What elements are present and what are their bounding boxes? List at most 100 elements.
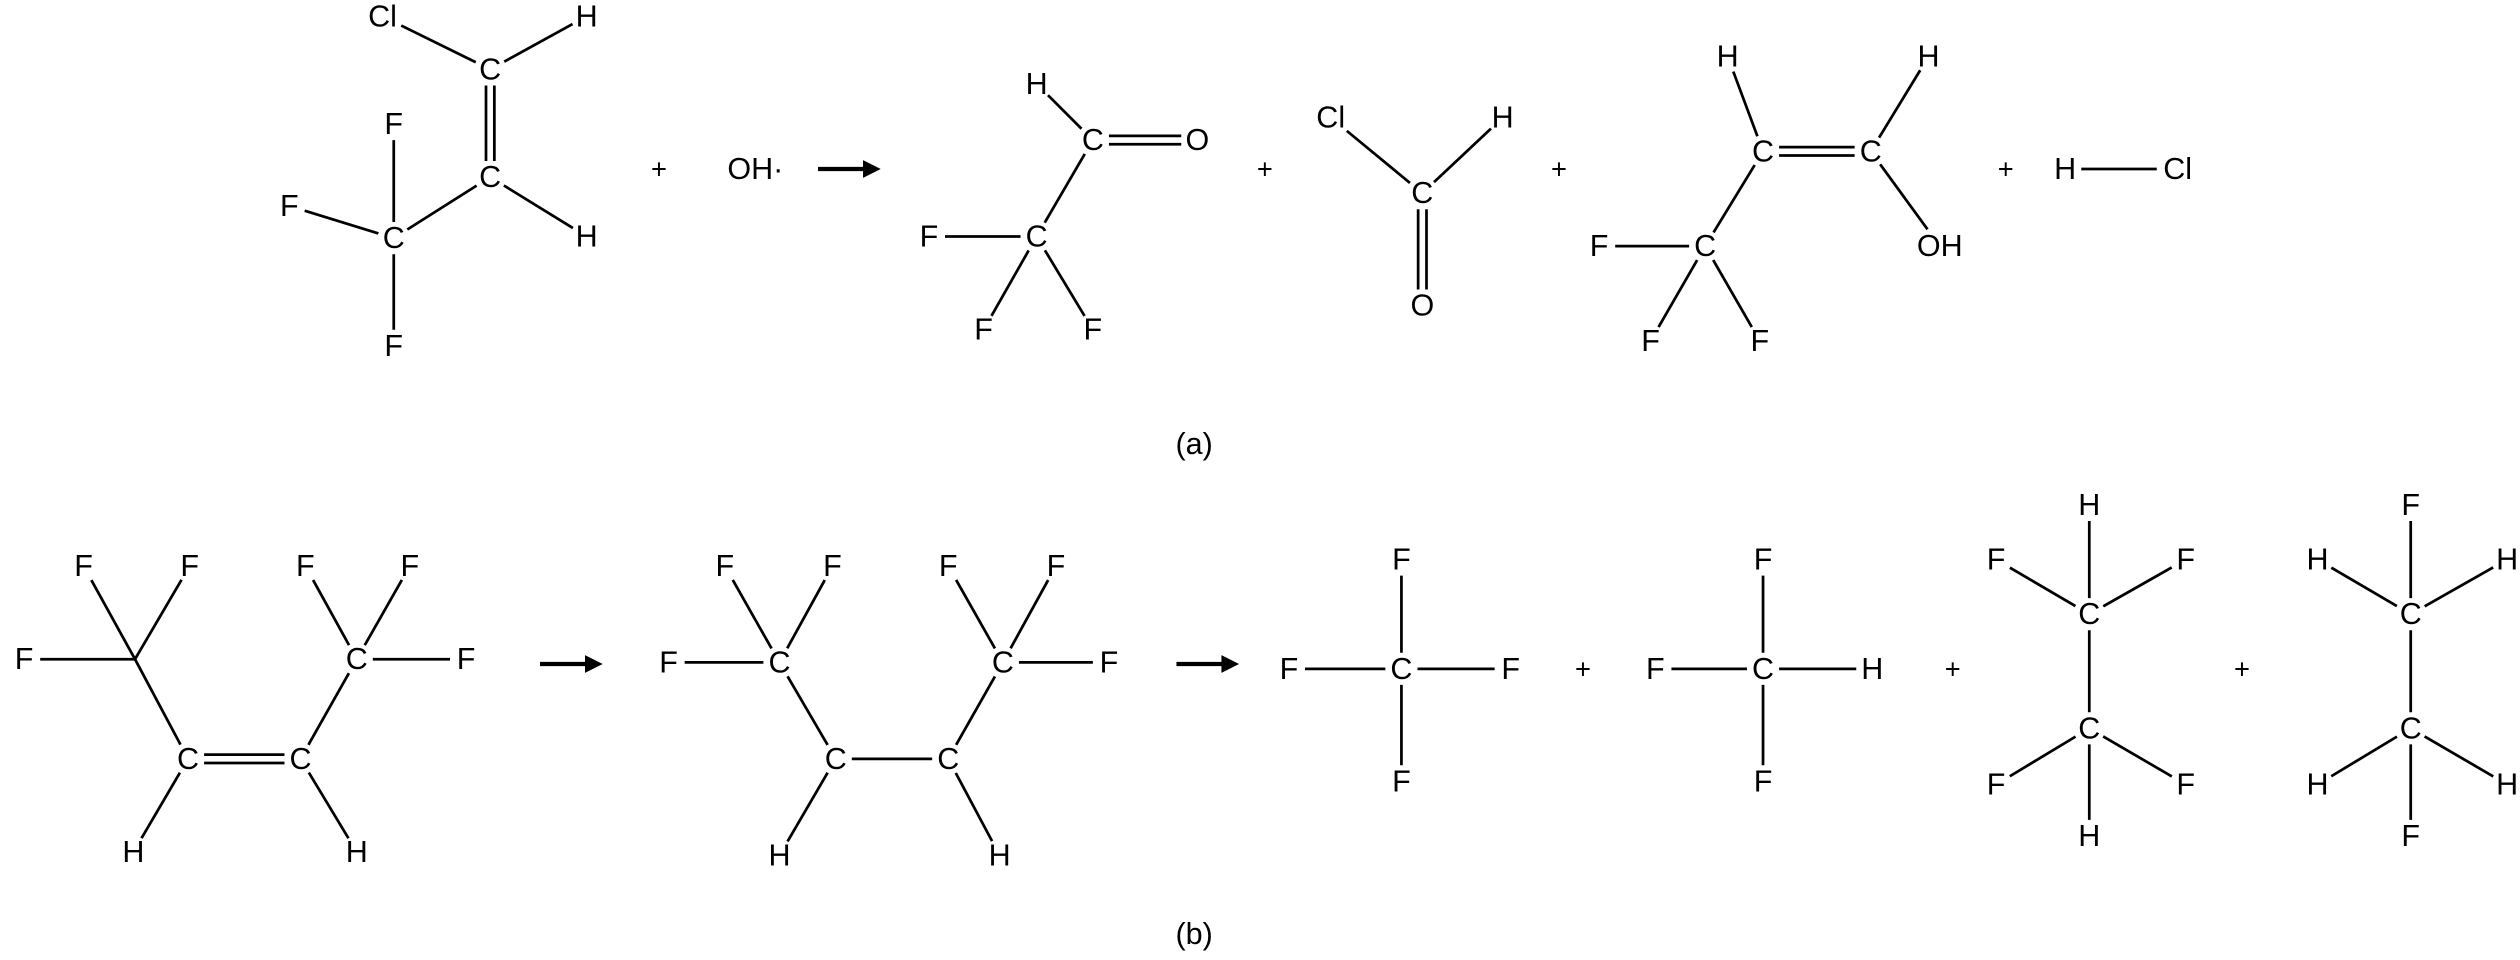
atom-label: H — [2496, 543, 2518, 577]
single-bond — [1712, 164, 1756, 234]
single-bond — [503, 184, 574, 230]
atom-label: H — [2496, 768, 2518, 802]
atom-label: F — [296, 549, 315, 583]
atom-label: C — [1390, 652, 1412, 686]
atom-label: F — [457, 642, 476, 676]
atom-label: F — [401, 549, 420, 583]
single-bond — [2009, 566, 2077, 608]
atom-label: F — [1754, 764, 1773, 798]
plus-sign: + — [1257, 154, 1273, 185]
atom-label: H — [1492, 101, 1514, 135]
single-bond — [2330, 735, 2398, 778]
single-bond — [1345, 129, 1411, 184]
atom-label: C — [2400, 597, 2422, 631]
atom-label: F — [920, 220, 939, 254]
single-bond — [133, 579, 183, 660]
atom-label: F — [1280, 652, 1299, 686]
single-bond — [1879, 163, 1929, 231]
atom-label: F — [1987, 768, 2006, 802]
single-bond — [954, 675, 997, 746]
plus-sign: + — [1945, 653, 1961, 684]
atom-label: F — [15, 642, 34, 676]
atom-label: C — [383, 221, 405, 255]
atom-label: H — [2054, 152, 2076, 186]
atom-label: C — [290, 742, 312, 776]
single-bond — [2424, 566, 2494, 608]
plus-sign: + — [2234, 653, 2250, 684]
atom-label: H — [576, 220, 598, 254]
atom-label: C — [1860, 134, 1882, 168]
atom-label: C — [768, 645, 790, 679]
atom-label: C — [1694, 229, 1716, 263]
atom-label: C — [1026, 220, 1048, 254]
atom-label: F — [1392, 764, 1411, 798]
single-bond — [786, 579, 826, 649]
single-bond — [2009, 735, 2077, 778]
atom-label: C — [937, 742, 959, 776]
single-bond — [1657, 259, 1699, 328]
atom-label: F — [280, 189, 299, 223]
atom-label: C — [479, 160, 501, 194]
atom-label: C — [346, 642, 368, 676]
atom-label: Cl — [1316, 101, 1345, 135]
atom-label: F — [1987, 543, 2006, 577]
atom-label: C — [1082, 123, 1104, 157]
single-bond — [954, 579, 997, 650]
single-bond — [1712, 259, 1753, 328]
atom-label: F — [1100, 645, 1119, 679]
single-bond — [2102, 566, 2173, 608]
atom-label: F — [2401, 819, 2420, 853]
caption-b: (b) — [1175, 917, 1212, 951]
atom-label: H — [346, 835, 368, 869]
atom-label: F — [823, 549, 842, 583]
atom-label: C — [825, 742, 847, 776]
single-bond — [363, 579, 404, 646]
single-bond — [990, 249, 1030, 317]
single-bond — [406, 184, 478, 231]
atom-label: H — [122, 835, 144, 869]
atom-label: OH — [1917, 229, 1963, 263]
atom-label: F — [1392, 543, 1411, 577]
reaction-a-symbols: + OH· + + + (a) — [651, 152, 2014, 461]
single-bond — [304, 209, 379, 235]
single-bond — [786, 675, 829, 746]
single-bond — [307, 672, 351, 746]
hydroxyl-radical: OH· — [727, 152, 783, 186]
single-bond — [2102, 735, 2173, 778]
single-bond — [1732, 71, 1759, 137]
atom-label: H — [576, 0, 598, 33]
single-bond — [786, 772, 829, 843]
atom-label: F — [180, 549, 199, 583]
atom-label: F — [2176, 543, 2195, 577]
atom-label: Cl — [368, 0, 397, 33]
atom-label: F — [1751, 324, 1770, 358]
atom-label: H — [1717, 40, 1739, 74]
atom-label: F — [1084, 313, 1103, 347]
caption-a: (a) — [1175, 427, 1212, 461]
atom-label: H — [1918, 40, 1940, 74]
atom-label: C — [2078, 597, 2100, 631]
atom-label: C — [1752, 134, 1774, 168]
atom-label: H — [1861, 652, 1883, 686]
atom-label: F — [384, 107, 403, 141]
atom-label: F — [2401, 488, 2420, 522]
atom-label: H — [2306, 768, 2328, 802]
atom-label: C — [177, 742, 199, 776]
plus-sign: + — [1575, 653, 1591, 684]
reaction-arrow — [1176, 655, 1240, 673]
single-bond — [2330, 566, 2398, 608]
reaction-b-symbols: + + + (b) — [540, 653, 2250, 951]
atom-label: F — [1590, 229, 1609, 263]
single-bond — [1043, 249, 1086, 317]
single-bond — [2423, 735, 2494, 778]
atom-label: F — [1646, 652, 1665, 686]
